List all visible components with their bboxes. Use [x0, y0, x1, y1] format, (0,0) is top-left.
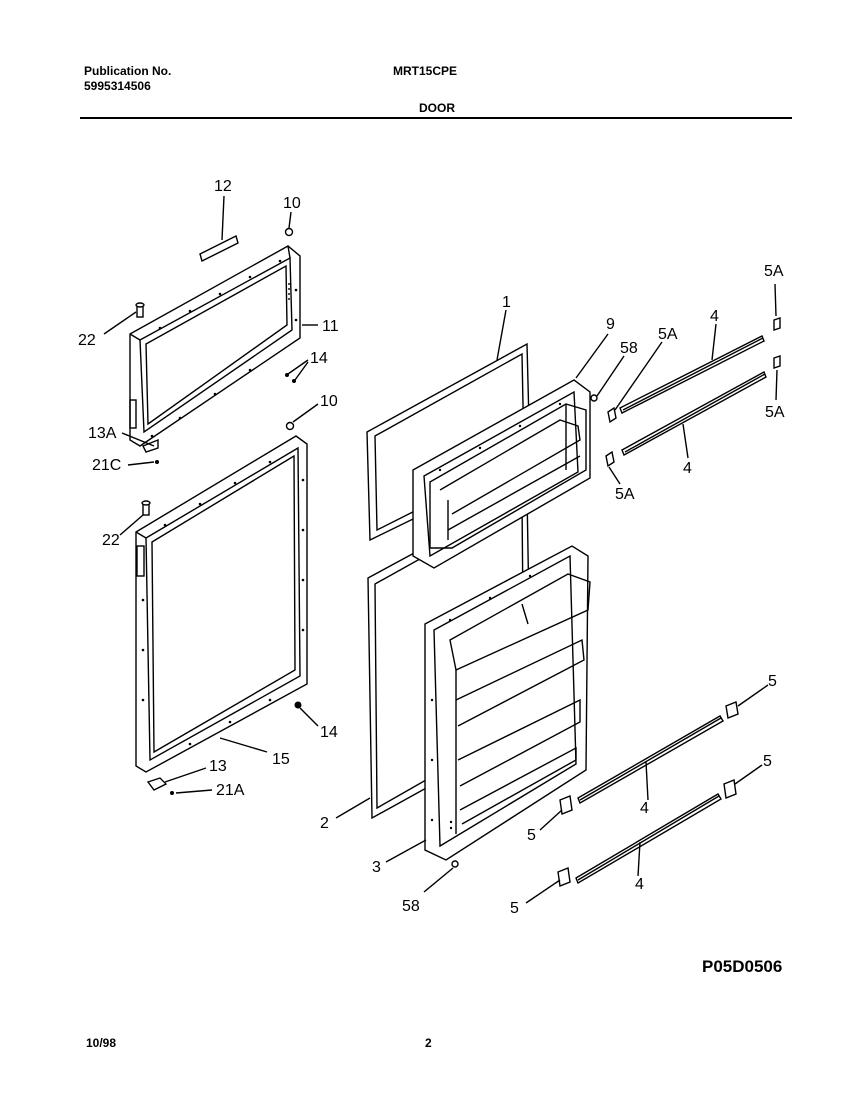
hinge-bracket-13a [142, 438, 159, 453]
fresh-food-shelf-rail-lower [575, 793, 722, 885]
callout-15: 15 [272, 751, 290, 768]
footer-date: 10/98 [86, 1036, 117, 1050]
callout-21c: 21C [92, 457, 121, 474]
callout-11: 11 [322, 318, 339, 335]
handle-trim-strip [199, 234, 239, 263]
callout-5a-mid-right: 5A [765, 404, 785, 421]
screw-14-c [294, 701, 302, 709]
freezer-door-liner [412, 379, 591, 569]
leader-lines [103, 195, 778, 904]
callout-4-freezer-lower: 4 [683, 460, 692, 477]
rail-end-5a-left-upper [607, 406, 617, 424]
freezer-shelf-rail-upper [619, 335, 765, 414]
callout-5-upper-right: 5 [768, 673, 777, 690]
lower-hinge-13 [146, 777, 168, 791]
page-number: 2 [425, 1036, 432, 1050]
callout-10-top: 10 [283, 195, 301, 212]
callout-4-fresh-upper: 4 [640, 800, 649, 817]
screw-21c [155, 460, 159, 464]
hinge-cap-middle [285, 421, 295, 431]
callout-5-lower-left: 5 [510, 900, 519, 917]
callout-5-upper-left: 5 [527, 827, 536, 844]
section-title: DOOR [419, 101, 455, 115]
callout-1: 1 [502, 294, 511, 311]
callout-10-middle: 10 [320, 393, 338, 410]
callout-22-lower: 22 [102, 532, 120, 549]
callout-13: 13 [209, 758, 227, 775]
rail-end-5-right-upper [725, 701, 739, 719]
callout-22-upper: 22 [78, 332, 96, 349]
screw-58-upper [590, 394, 598, 402]
hinge-pin-lower [141, 500, 151, 516]
fresh-food-door-liner [424, 545, 591, 861]
publication-label: Publication No. [84, 64, 172, 78]
freezer-door-outer-panel [129, 245, 301, 447]
screw-58-lower [451, 860, 459, 868]
freezer-shelf-rail-lower [621, 371, 767, 456]
callout-4-freezer-upper: 4 [710, 308, 719, 325]
callout-14-lower: 14 [320, 724, 338, 741]
rail-end-5a-right-lower [773, 355, 781, 369]
callout-12: 12 [214, 178, 232, 195]
callout-3: 3 [372, 859, 381, 876]
rail-end-5a-left-lower [605, 450, 615, 468]
callout-13a: 13A [88, 425, 117, 442]
hinge-pin-upper [135, 302, 145, 318]
model-number: MRT15CPE [393, 64, 458, 78]
drawing-code: P05D0506 [702, 957, 783, 976]
callout-9: 9 [606, 316, 615, 333]
callout-5a-upper-left: 5A [658, 326, 678, 343]
rail-end-5-left-lower [557, 867, 571, 887]
publication-number: 5995314506 [84, 79, 151, 93]
rail-end-5-right-lower [723, 779, 737, 799]
fresh-food-door-outer-panel [135, 435, 308, 773]
hinge-cap-top [284, 227, 294, 237]
callout-14-upper: 14 [310, 350, 328, 367]
callout-2: 2 [320, 815, 329, 832]
callout-21a: 21A [216, 782, 245, 799]
fresh-food-shelf-rail-upper [577, 715, 724, 805]
callout-5a-top-right: 5A [764, 263, 784, 280]
callout-5a-lower-left: 5A [615, 486, 635, 503]
callout-5-lower-right: 5 [763, 753, 772, 770]
rail-end-5-left-upper [559, 795, 573, 815]
callout-4-fresh-lower: 4 [635, 876, 644, 893]
screw-21a [170, 791, 174, 795]
callout-58-lower: 58 [402, 898, 420, 915]
header-rule [80, 117, 792, 119]
callout-58-upper: 58 [620, 340, 638, 357]
rail-end-5a-right-upper [773, 317, 781, 331]
